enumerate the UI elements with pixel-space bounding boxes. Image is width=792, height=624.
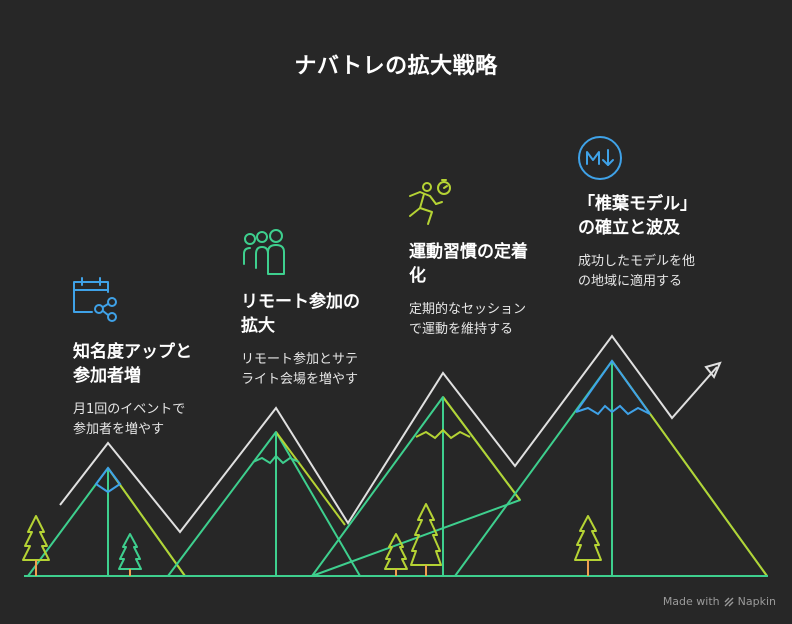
- tree-icon: [118, 533, 142, 576]
- calendar-share-icon: [73, 277, 117, 322]
- step-2-desc-line: リモート参加とサテ: [241, 352, 359, 367]
- mountain-4: [454, 359, 768, 577]
- group-people-icon: [243, 229, 285, 275]
- step-1-block: 知名度アップと 参加者増 月1回のイベントで 参加者を増やす: [73, 340, 243, 440]
- step-4-block: 「椎葉モデル」 の確立と波及 成功したモデルを他 の地域に適用する: [578, 192, 768, 292]
- mountain-3: [311, 396, 521, 577]
- step-1-heading-line: 参加者増: [73, 366, 141, 386]
- growth-trend-line: [59, 334, 718, 534]
- step-4-heading: 「椎葉モデル」 の確立と波及: [578, 192, 768, 240]
- tree-icon: [384, 533, 408, 576]
- step-3-block: 運動習慣の定着 化 定期的なセッション で運動を維持する: [409, 240, 579, 340]
- step-3-description: 定期的なセッション で運動を維持する: [409, 300, 579, 340]
- step-2-desc-line: ライト会場を増やす: [241, 372, 359, 387]
- step-1-heading-line: 知名度アップと: [73, 342, 192, 362]
- step-1-desc-line: 月1回のイベントで: [73, 402, 186, 417]
- step-3-desc-line: 定期的なセッション: [409, 302, 527, 317]
- step-1-desc-line: 参加者を増やす: [73, 422, 165, 437]
- step-3-desc-line: で運動を維持する: [409, 322, 514, 337]
- step-4-desc-line: の地域に適用する: [578, 274, 683, 289]
- step-3-heading-line: 運動習慣の定着: [409, 242, 528, 262]
- running-timer-icon: [409, 179, 451, 225]
- step-4-heading-line: の確立と波及: [578, 218, 680, 238]
- mountain-1: [27, 466, 186, 577]
- step-3-heading: 運動習慣の定着 化: [409, 240, 579, 288]
- tree-icon: [410, 503, 442, 576]
- step-1-description: 月1回のイベントで 参加者を増やす: [73, 400, 243, 440]
- step-4-description: 成功したモデルを他 の地域に適用する: [578, 252, 768, 292]
- step-2-description: リモート参加とサテ ライト会場を増やす: [241, 350, 411, 390]
- step-3-heading-line: 化: [409, 266, 426, 286]
- step-2-heading-line: リモート参加の: [241, 292, 360, 312]
- mountain-2: [167, 431, 361, 577]
- step-4-desc-line: 成功したモデルを他: [578, 254, 696, 269]
- napkin-brand: Napkin: [737, 595, 776, 608]
- tree-icon: [22, 515, 50, 576]
- step-2-block: リモート参加の 拡大 リモート参加とサテ ライト会場を増やす: [241, 290, 411, 390]
- tree-icon: [574, 515, 602, 576]
- napkin-logo-icon: [724, 597, 734, 606]
- markdown-down-icon: [578, 136, 622, 180]
- step-1-heading: 知名度アップと 参加者増: [73, 340, 243, 388]
- step-4-heading-line: 「椎葉モデル」: [578, 194, 697, 214]
- made-with-napkin-footer: Made with Napkin: [663, 595, 776, 608]
- step-2-heading: リモート参加の 拡大: [241, 290, 411, 338]
- page-title: ナバトレの拡大戦略: [294, 54, 498, 79]
- growth-trend-arrowhead: [704, 361, 722, 379]
- made-with-label: Made with: [662, 595, 720, 608]
- step-2-heading-line: 拡大: [241, 316, 275, 336]
